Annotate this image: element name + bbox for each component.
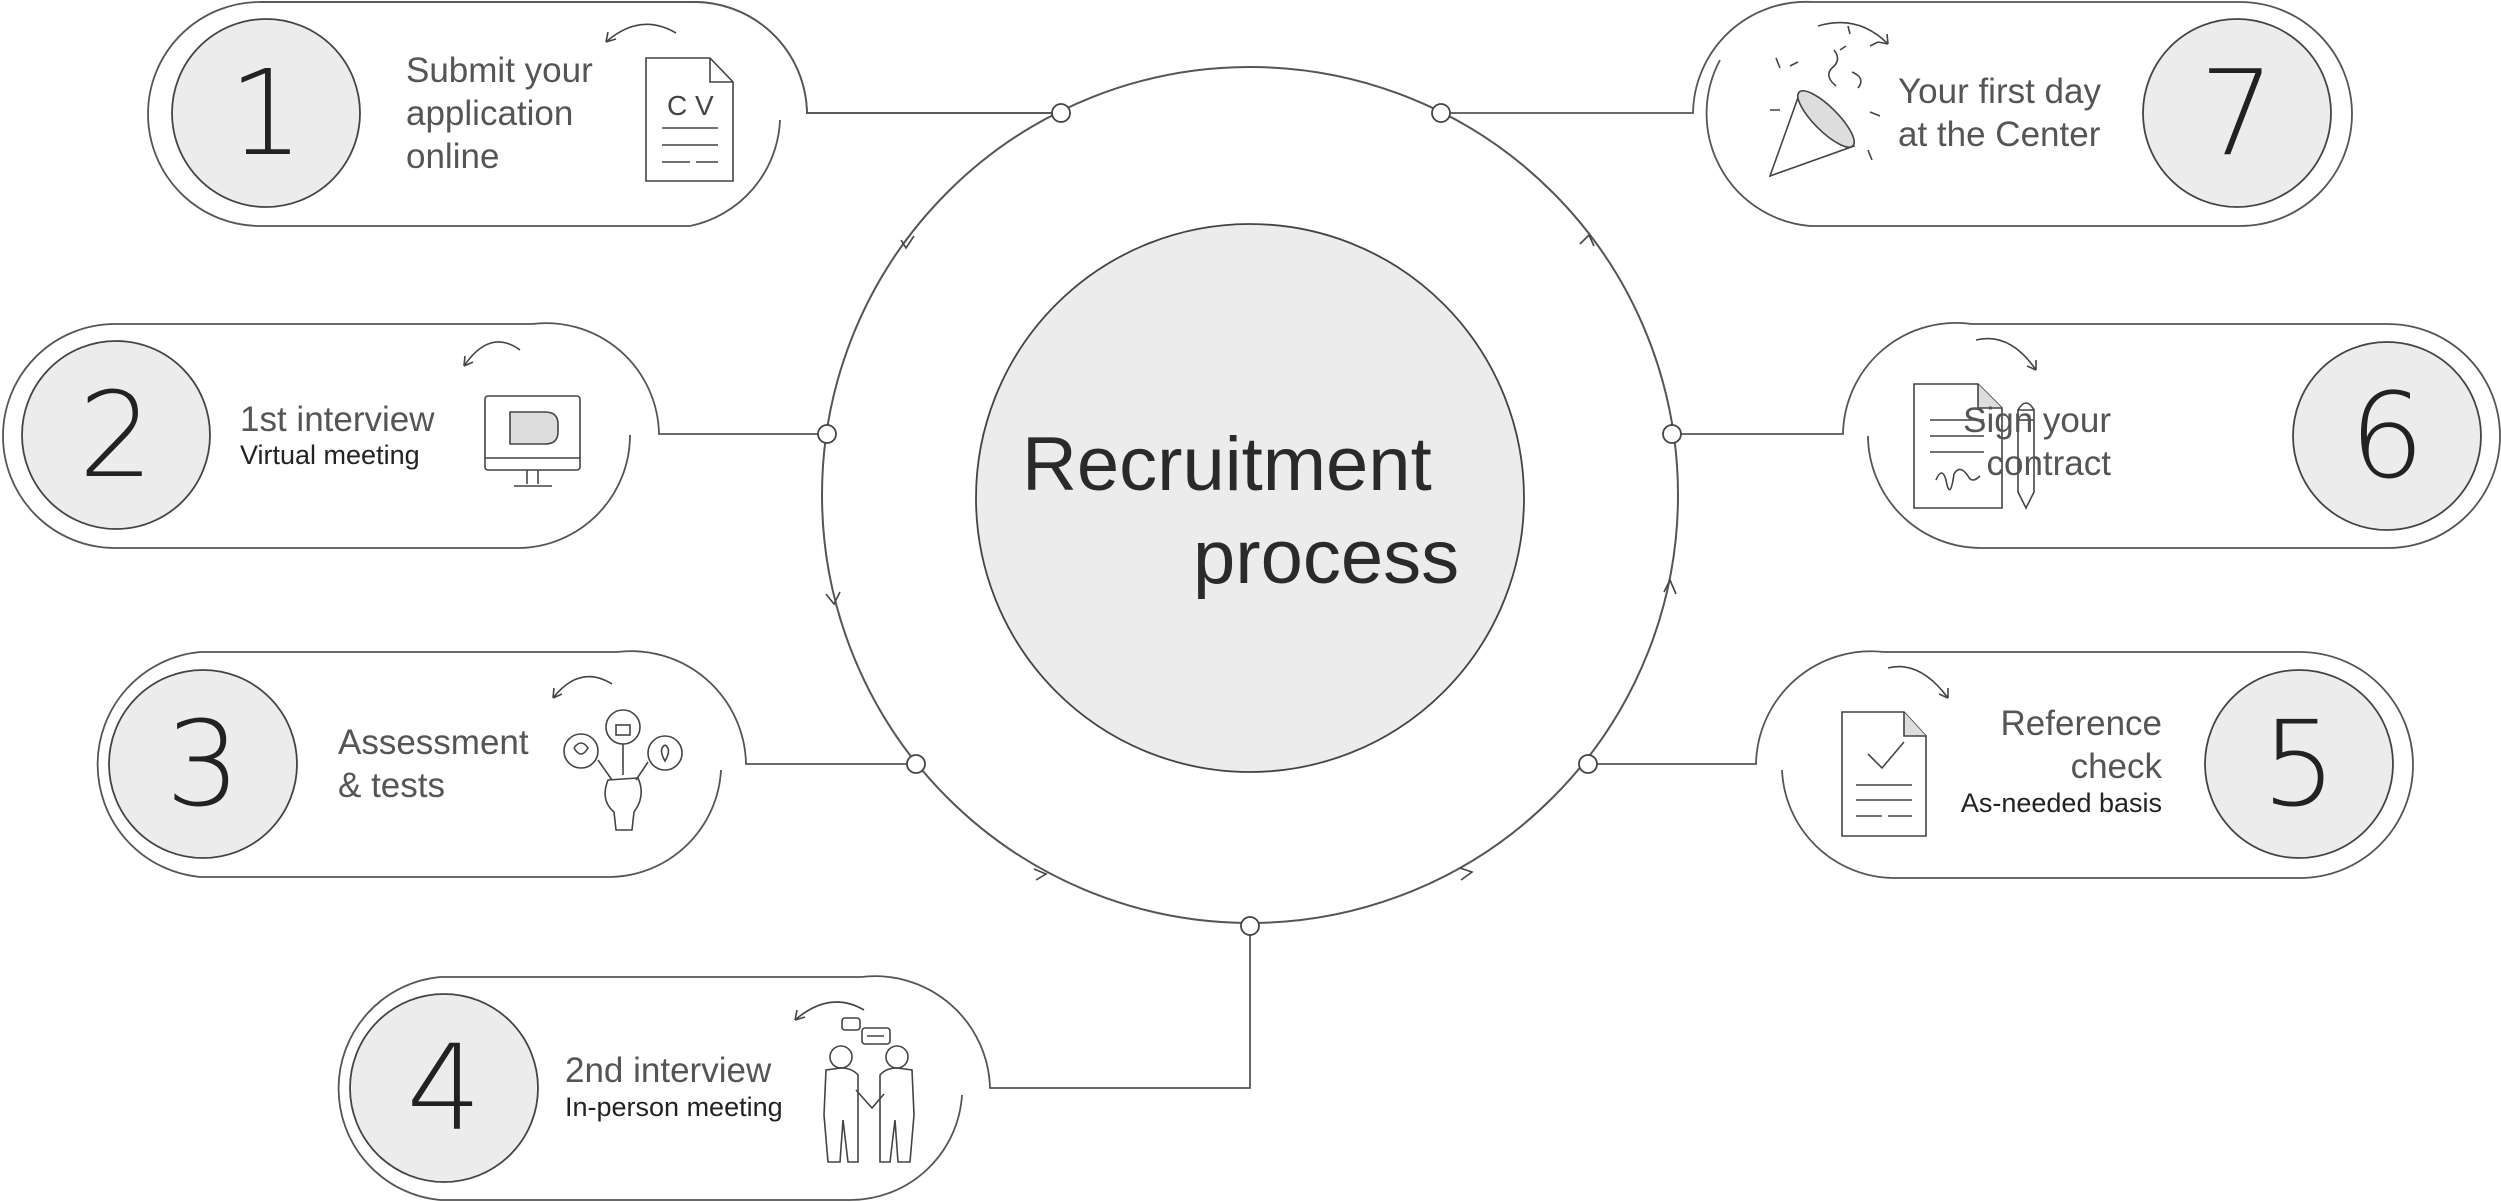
step-6-text-line-2: contract (1986, 444, 2112, 483)
step-6-number: 6 (2349, 367, 2425, 505)
step-1-text-line-3: online (406, 137, 500, 176)
step-2-number: 2 (78, 366, 154, 504)
step-4-number-circle (349, 993, 539, 1183)
center-circle (975, 223, 1525, 773)
step-5-number: 5 (2261, 695, 2337, 833)
step-7-pill (1441, 0, 2353, 227)
step-1-number: 1 (228, 44, 304, 182)
step-1-text-line-1: Submit your (406, 51, 593, 90)
step-6-pill (1672, 321, 2501, 549)
curved-arrows (463, 21, 2037, 1021)
step-2-number-circle (21, 340, 211, 530)
step-3-pill (96, 650, 916, 878)
step-3-number-circle (108, 669, 298, 859)
step-3-text-line-1: Assessment (338, 723, 529, 762)
ring-arrows (825, 233, 1677, 881)
svg-text:C V: C V (667, 90, 714, 121)
step-3-text-line-2: & tests (338, 766, 445, 805)
assessment-icon (563, 709, 683, 831)
step-4-number: 4 (406, 1019, 482, 1157)
step-3-number: 3 (165, 695, 241, 833)
step-4-subtext: In-person meeting (565, 1092, 783, 1122)
step-5-number-circle (2204, 669, 2394, 859)
step-1-text-line-2: application (406, 94, 574, 133)
ring-nodes (817, 103, 1682, 936)
diagram-title-line-1: Recruitment (1022, 422, 1432, 507)
step-1-number-circle (171, 18, 361, 208)
step-2-text-line-1: 1st interview (240, 400, 435, 439)
party-popper-icon (1768, 25, 1881, 178)
step-7-number-circle (2142, 18, 2332, 208)
step-7-text-line-2: at the Center (1898, 115, 2101, 154)
diagram-title-line-2: process (1193, 515, 1460, 600)
step-5-subtext: As-needed basis (1960, 788, 2162, 818)
step-7-text-line-1: Your first day (1898, 72, 2101, 111)
step-2-subtext: Virtual meeting (240, 440, 420, 470)
step-5-text-line-2: check (2070, 747, 2162, 786)
handshake-icon (823, 1017, 915, 1163)
computer-monitor-icon (484, 395, 581, 487)
step-6-text-line-1: Sign your (1963, 401, 2111, 440)
cv-document-icon: C V (645, 57, 734, 182)
step-5-text-line-1: Reference (2000, 704, 2162, 743)
number-circles (21, 18, 2482, 1183)
step-2-pill (2, 322, 827, 549)
step-4-pill (337, 926, 1251, 1201)
checked-document-icon (1841, 711, 1927, 837)
step-7-number: 7 (2199, 44, 2275, 182)
step-4-text-line-1: 2nd interview (565, 1051, 772, 1090)
step-5-pill (1588, 650, 2414, 879)
step-6-number-circle (2292, 341, 2482, 531)
contract-pen-icon (1913, 383, 2035, 510)
